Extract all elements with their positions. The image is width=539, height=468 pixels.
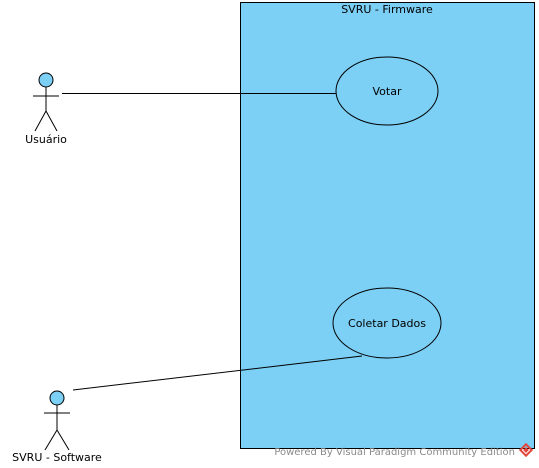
watermark-text: Powered By Visual Paradigm Community Edi… (274, 447, 515, 458)
use-case-votar-ellipse (335, 56, 439, 126)
use-case-coletar-dados-ellipse (332, 287, 442, 359)
actor-svru-software[interactable]: SVRU - Software (12, 390, 102, 464)
actor-usuario-label: Usuário (25, 133, 67, 146)
visual-paradigm-logo-icon (518, 442, 534, 458)
system-title: SVRU - Firmware (341, 3, 433, 16)
actor-stick-figure-icon (44, 390, 70, 451)
actor-svru-software-label: SVRU - Software (12, 451, 102, 464)
use-case-votar-label: Votar (373, 85, 402, 98)
use-case-votar[interactable]: Votar (335, 56, 439, 126)
actor-usuario[interactable]: Usuário (25, 72, 67, 146)
use-case-coletar-dados[interactable]: Coletar Dados (332, 287, 442, 359)
use-case-coletar-dados-label: Coletar Dados (348, 317, 426, 330)
association-software-coletar-dados[interactable] (72, 355, 363, 391)
watermark: Powered By Visual Paradigm Community Edi… (274, 442, 534, 458)
actor-stick-figure-icon (33, 72, 59, 132)
